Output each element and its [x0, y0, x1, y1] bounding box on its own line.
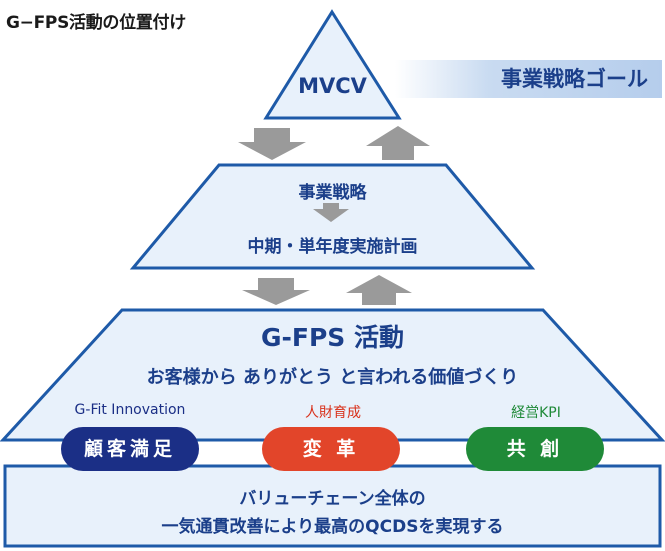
- pillar-transformation: 変 革: [262, 427, 400, 471]
- lower-tier: [0, 308, 665, 442]
- arrow-down-small-icon: [313, 203, 349, 222]
- arrow-down-icon: [238, 128, 306, 160]
- goal-banner: [395, 60, 662, 98]
- pillar-co-creation: 共 創: [466, 427, 604, 471]
- middle-tier-line1: 事業戦略: [298, 183, 367, 203]
- goal-label: 事業戦略ゴール: [501, 67, 648, 91]
- lower-tier-title: G-FPS 活動: [260, 323, 404, 352]
- pillar-sublabel-people: 人財育成: [305, 405, 361, 421]
- pillar-customer-satisfaction: 顧客満足: [61, 427, 199, 471]
- arrow-up-icon: [366, 126, 430, 160]
- top-tier-label: MVCV: [298, 74, 367, 98]
- base-line2: 一気通貫改善により最高のQCDSを実現する: [161, 517, 504, 537]
- arrow-up-icon: [346, 275, 412, 305]
- base-line1: バリューチェーン全体の: [239, 489, 426, 509]
- page-title: G−FPS活動の位置付け: [6, 13, 186, 33]
- pillar-sublabel-kpi: 経営KPI: [511, 405, 561, 421]
- top-tier: [263, 9, 402, 120]
- pillar-sublabel-customer: G-Fit Innovation: [74, 402, 186, 418]
- lower-tier-subtitle: お客様から ありがとう と言われる価値づくり: [146, 367, 519, 388]
- arrow-down-icon: [242, 278, 310, 305]
- base-box: [3, 464, 662, 548]
- middle-tier-line2: 中期・単年度実施計画: [247, 237, 418, 257]
